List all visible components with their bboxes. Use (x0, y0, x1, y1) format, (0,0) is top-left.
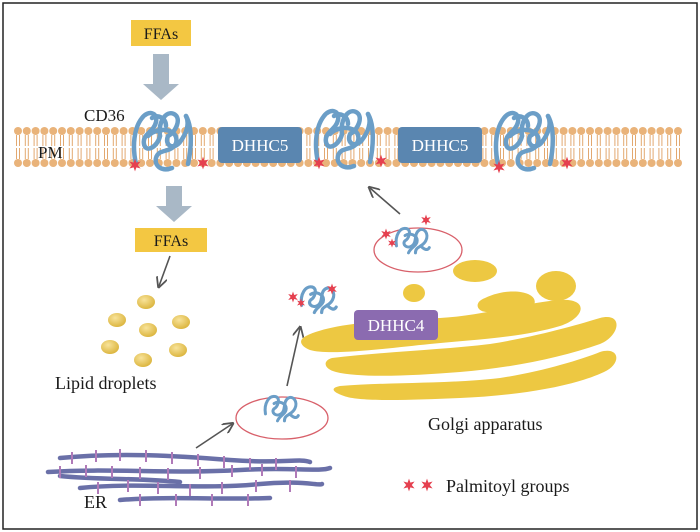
dhhc5-label-1: DHHC5 (232, 136, 289, 155)
vesicle-to-pm-arrow (370, 188, 401, 215)
dhhc5-enzyme-2: DHHC5 (398, 127, 482, 163)
transport-vesicle-upper (373, 214, 463, 273)
golgi-label: Golgi apparatus (428, 414, 542, 434)
er-label: ER (84, 492, 107, 512)
ffas-mid-label: FFAs (154, 233, 188, 250)
palmitoyl-legend-label: Palmitoyl groups (446, 476, 570, 496)
lipid-droplets (101, 295, 190, 367)
ffas-influx-arrow (143, 54, 179, 100)
dhhc5-label-2: DHHC5 (412, 136, 469, 155)
endoplasmic-reticulum (45, 449, 333, 506)
lipid-droplets-label: Lipid droplets (55, 373, 157, 393)
ffas-uptake-arrow (156, 186, 192, 222)
transport-vesicle-lower (235, 394, 329, 440)
pm-label: PM (38, 143, 63, 162)
er-to-vesicle-arrow (195, 424, 232, 449)
cd36-label: CD36 (84, 106, 125, 125)
dhhc5-enzyme-1: DHHC5 (218, 127, 302, 163)
ffas-top-box: FFAs (131, 20, 191, 46)
ffas-top-label: FFAs (144, 26, 178, 43)
legend-palmitoyl: Palmitoyl groups (403, 476, 570, 496)
dhhc4-enzyme: DHHC4 (354, 310, 438, 340)
vesicle-to-golgi-arrow (286, 328, 300, 387)
dhhc4-label: DHHC4 (368, 316, 425, 335)
ffas-mid-box: FFAs (135, 228, 207, 252)
ffas-to-droplets-arrow (159, 255, 171, 286)
